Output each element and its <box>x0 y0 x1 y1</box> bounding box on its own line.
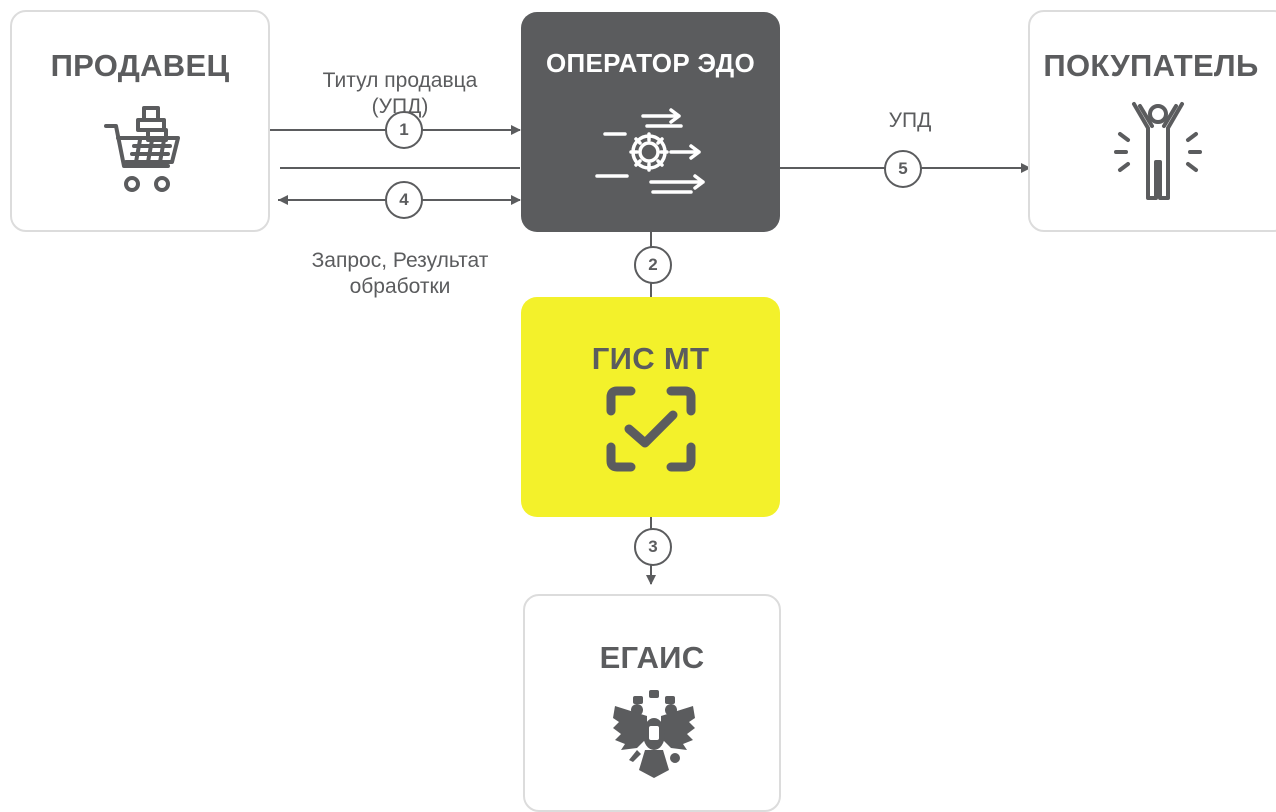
person-celebrating-icon <box>1114 102 1202 200</box>
operator-edo-node: ОПЕРАТОР ЭДО <box>521 12 780 232</box>
egais-title: ЕГАИС <box>599 640 705 675</box>
edge-4-arrowhead-left <box>278 195 288 205</box>
double-headed-eagle-emblem <box>613 690 695 778</box>
step-5-badge: 5 <box>884 150 922 188</box>
edge-1-label-line1: Титул продавца <box>322 69 478 92</box>
step-4-badge: 4 <box>385 181 423 219</box>
edge-1-label-line2: (УПД) <box>371 95 429 118</box>
buyer-node: ПОКУПАТЕЛЬ <box>1028 10 1276 232</box>
gis-mt-node: ГИС МТ <box>521 297 780 517</box>
gear-arrows-icon <box>595 108 705 194</box>
step-1-badge: 1 <box>385 111 423 149</box>
seller-node: ПРОДАВЕЦ <box>10 10 270 232</box>
gis-mt-title: ГИС МТ <box>591 341 710 376</box>
step-3-badge: 3 <box>634 528 672 566</box>
seller-title: ПРОДАВЕЦ <box>50 48 230 83</box>
edge-5-label: УПД <box>888 109 932 132</box>
operator-edo-title: ОПЕРАТОР ЭДО <box>545 48 755 78</box>
scan-check-icon <box>606 386 696 472</box>
egais-node: ЕГАИС <box>523 594 781 812</box>
edge-4-label-line1: Запрос, Результат <box>311 249 489 272</box>
step-2-badge: 2 <box>634 246 672 284</box>
edge-4-label: Запрос, Результат обработки <box>290 248 510 300</box>
shopping-cart-icon <box>104 106 180 192</box>
edge-1-label: Титул продавца (УПД) <box>300 68 500 120</box>
edge-4-label-line2: обработки <box>349 275 451 298</box>
buyer-title: ПОКУПАТЕЛЬ <box>1043 48 1259 83</box>
